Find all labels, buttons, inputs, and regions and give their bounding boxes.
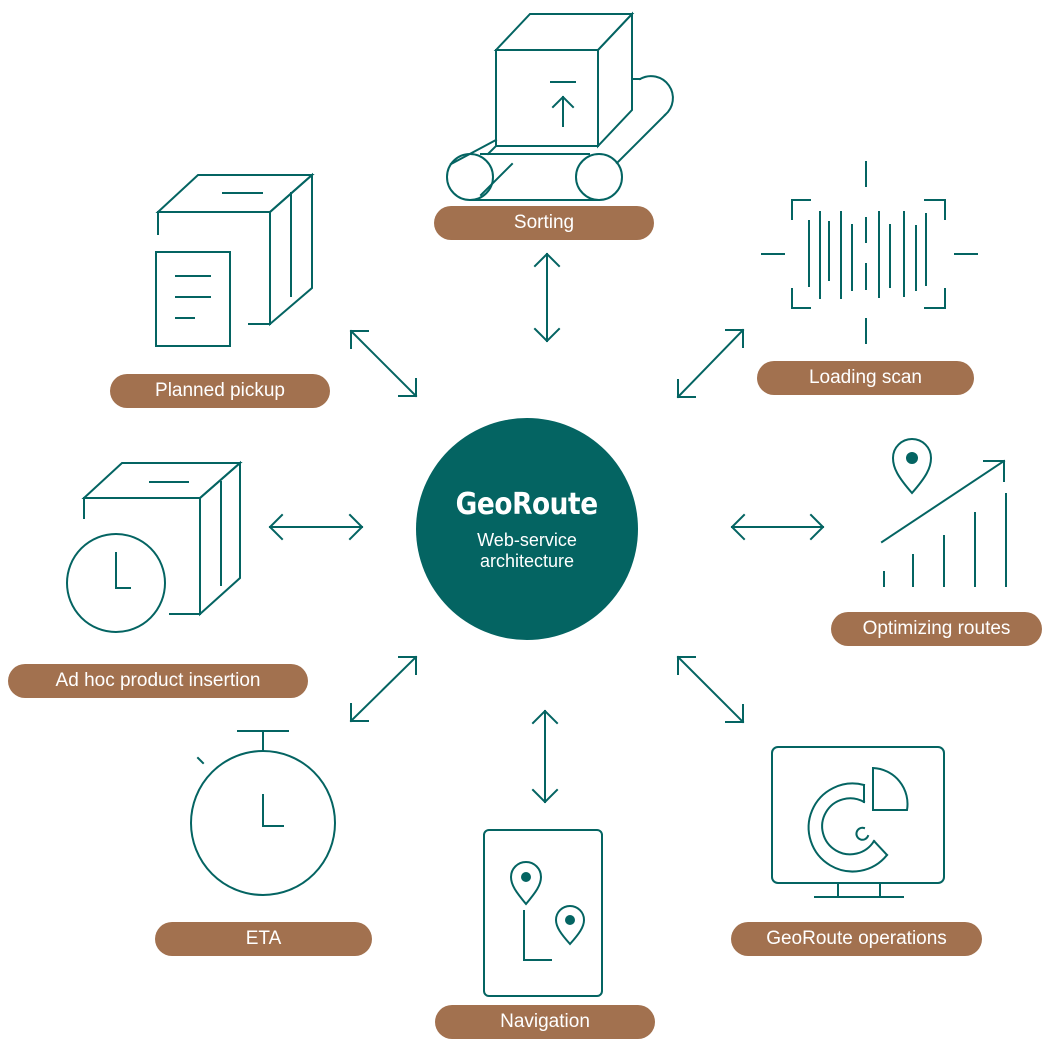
label-loading-scan: Loading scan — [757, 361, 974, 395]
label-navigation: Navigation — [435, 1005, 655, 1039]
hub-subtitle: Web-service architecture — [477, 529, 577, 571]
arrow-sorting — [533, 252, 561, 343]
arrow-planned-pickup — [349, 329, 418, 398]
label-planned-pickup: Planned pickup — [110, 374, 330, 408]
hub-title: GeoRoute — [456, 486, 598, 522]
label-sorting: Sorting — [434, 206, 654, 240]
monitor-chart-icon — [771, 746, 945, 898]
route-growth-icon — [880, 438, 1007, 587]
arrow-navigation — [531, 709, 559, 804]
stopwatch-icon — [190, 730, 336, 896]
label-optimizing-routes: Optimizing routes — [831, 612, 1042, 646]
arrow-eta — [349, 655, 418, 723]
label-ad-hoc-product-insertion: Ad hoc product insertion — [8, 664, 308, 698]
box-document-icon — [155, 172, 315, 347]
arrow-ad-hoc — [268, 513, 364, 541]
arrow-operations — [676, 655, 745, 724]
georoute-hub: GeoRoute Web-service architecture — [416, 418, 638, 640]
arrow-loading-scan — [676, 328, 745, 399]
box-clock-icon — [66, 460, 243, 633]
navigation-map-icon — [483, 829, 603, 997]
arrow-optimizing-routes — [730, 513, 825, 541]
label-eta: ETA — [155, 922, 372, 956]
conveyor-box-icon — [446, 11, 674, 201]
barcode-scan-icon — [761, 161, 978, 344]
label-georoute-operations: GeoRoute operations — [731, 922, 982, 956]
